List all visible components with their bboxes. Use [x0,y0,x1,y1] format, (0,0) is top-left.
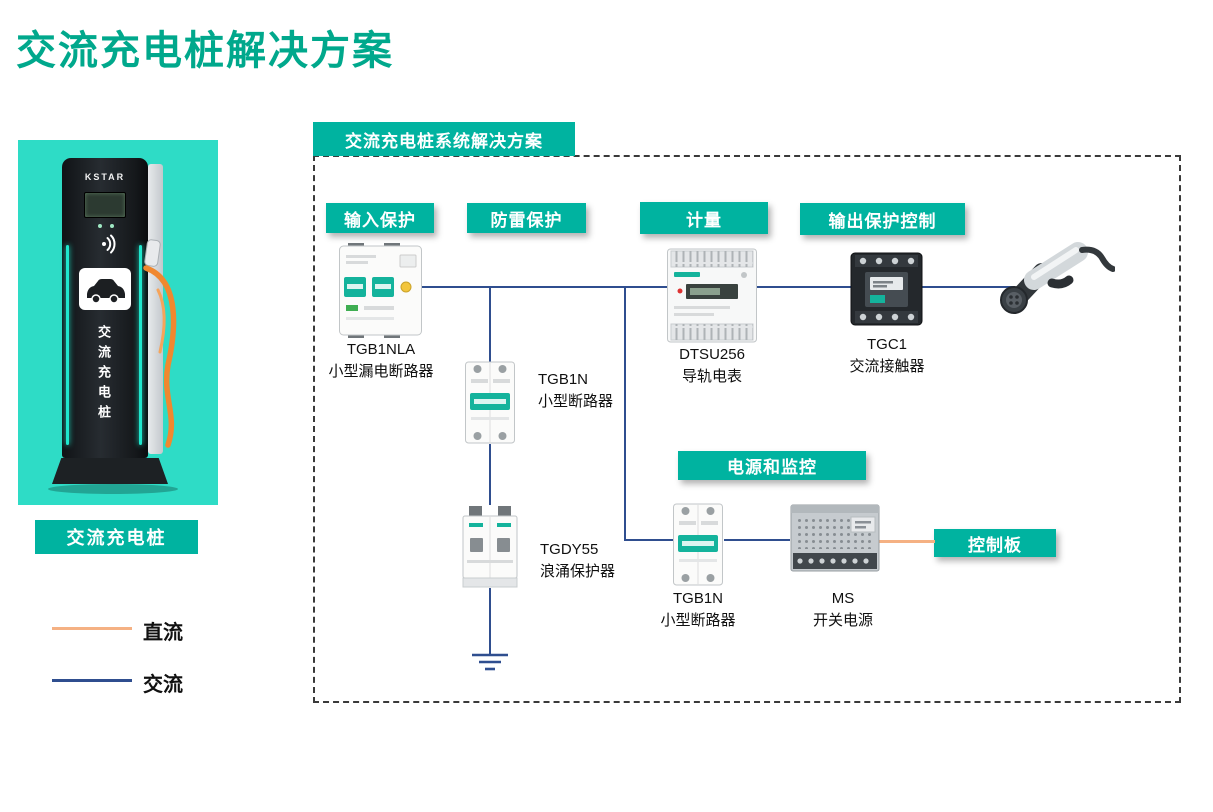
tgc1-desc-label: 交流接触器 [849,358,925,375]
tgdy55-desc-label: 浪涌保护器 [540,563,616,580]
badge-input-protection: 输入保护 [326,203,434,233]
pile-holster [148,164,163,454]
pile-led-strip [66,245,69,445]
tgb1n-bottom-name-label: TGB1N [672,590,723,607]
pile-shadow [48,484,178,494]
legend-ac-line [52,679,132,682]
tgb1nla-name-label: TGB1NLA [346,341,416,358]
ms-power-name-label: MS [831,590,855,607]
legend-dc-line [52,627,132,630]
ev-car-icon [79,268,131,310]
charging-cable [143,239,177,448]
dtsu256-meter-image [666,247,758,344]
wire-ms-to-control-board [879,540,935,543]
pile-base [52,458,168,484]
charging-pile-photo: KSTAR 交流充电桩 [18,140,218,505]
tgb1n-top-name-label: TGB1N [538,371,589,388]
wire-drop-to-monitor [624,287,626,541]
pile-brand-text: KSTAR [84,172,126,182]
tgb1n-bottom-breaker-image [672,502,724,587]
pile-screen [84,192,126,218]
tgc1-contactor-image [849,249,924,329]
ms-power-desc-label: 开关电源 [812,612,873,629]
badge-metering: 计量 [640,202,768,234]
dtsu256-name-label: DTSU256 [679,346,745,363]
tgb1nla-breaker-image [338,243,423,338]
tgc1-name-label: TGC1 [866,336,907,353]
wire-breaker-to-ms [724,539,790,541]
diagram-frame [313,155,1181,703]
wire-to-bottom-breaker [624,539,674,541]
badge-control-board: 控制板 [934,529,1056,557]
pile-led-strip [139,245,142,445]
wire-surge-to-ground [489,588,491,655]
badge-power-and-monitoring: 电源和监控 [678,451,866,480]
tgb1n-top-desc-label: 小型断路器 [538,393,614,410]
legend-ac-label: 交流 [143,674,183,696]
dtsu256-desc-label: 导轨电表 [681,368,742,385]
charging-gun-image [1000,236,1115,316]
ms-power-supply-image [789,503,881,575]
tgdy55-name-label: TGDY55 [540,541,599,558]
tgdy55-surge-image [461,504,519,589]
pile-caption-badge: 交流充电桩 [35,520,198,554]
badge-output-protection-control: 输出保护控制 [800,203,965,235]
pile-indicator [110,224,114,228]
wire-drop-to-tgb1n [489,287,491,362]
tgb1nla-desc-label: 小型漏电断路器 [328,363,434,380]
wire-tgb1n-to-surge [489,444,491,505]
diagram-title-badge: 交流充电桩系统解决方案 [313,122,575,156]
pile-vertical-text: 交流充电桩 [96,325,111,425]
nfc-icon [98,232,122,261]
page-title: 交流充电桩解决方案 [16,29,394,73]
pile-indicator [98,224,102,228]
tgb1n-top-breaker-image [464,360,516,445]
legend-dc-label: 直流 [143,622,183,644]
badge-lightning-protection: 防雷保护 [467,203,586,233]
tgb1n-bottom-desc-label: 小型断路器 [660,612,736,629]
ground-symbol [472,653,508,671]
